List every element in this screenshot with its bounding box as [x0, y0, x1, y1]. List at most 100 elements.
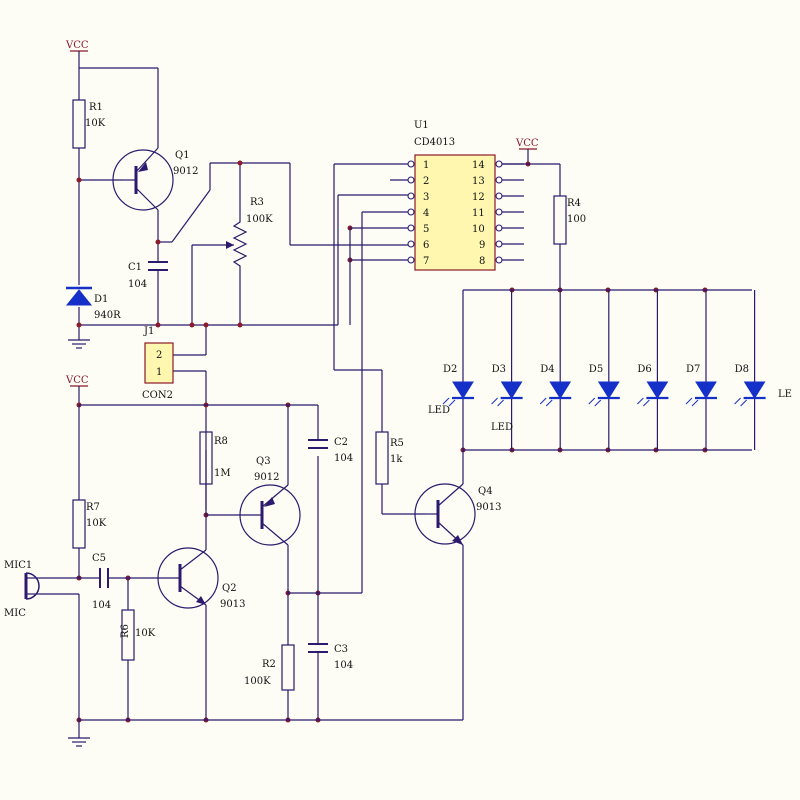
resistor-r1: R1 10K — [72, 99, 106, 149]
q4-value: 9013 — [476, 502, 501, 513]
u1-pin-label-8: 8 — [479, 256, 485, 267]
led-d3-type: LED — [491, 422, 513, 433]
c2-value: 104 — [334, 453, 353, 464]
r1-ref: R1 — [89, 102, 103, 113]
r7-value: 10K — [86, 518, 107, 529]
j1-pin-1: 1 — [156, 367, 162, 378]
r5-value: 1k — [390, 454, 403, 465]
u1-pin-label-7: 7 — [423, 256, 429, 267]
transistor-q3: Q3 9012 — [239, 456, 301, 546]
resistor-r8: R8 1M — [199, 431, 231, 485]
led-ref-d5: D5 — [589, 364, 603, 375]
c1-ref: C1 — [128, 262, 142, 273]
led-d6: D6 — [637, 290, 670, 450]
mic1-type: MIC — [4, 608, 26, 619]
c5-value: 104 — [92, 600, 111, 611]
r4-value: 100 — [567, 214, 586, 225]
d1-value: 940R — [94, 310, 121, 321]
c3-ref: C3 — [334, 644, 348, 655]
r3-value: 100K — [246, 214, 273, 225]
resistor-r5: R5 1k — [375, 431, 425, 515]
u1-pin-label-4: 4 — [423, 208, 429, 219]
r2-value: 100K — [244, 676, 271, 687]
bottom-wires — [40, 404, 463, 738]
led-icon — [742, 380, 767, 400]
led-ref-d4: D4 — [540, 364, 554, 375]
led-d8: D8 — [734, 290, 767, 450]
r1-value: 10K — [85, 118, 106, 129]
transistor-q2: Q2 9013 — [157, 547, 245, 610]
u1-pin-13: 13 — [472, 176, 524, 187]
q1-ref: Q1 — [175, 150, 190, 161]
vcc-u1-label: VCC — [515, 138, 539, 149]
vcc-top-label: VCC — [65, 40, 89, 51]
led-d2: D2 — [442, 290, 476, 450]
led-d5: D5 — [588, 290, 621, 450]
connector-j1: J1 2 1 CON2 — [142, 326, 174, 401]
q4-ref: Q4 — [478, 486, 493, 497]
vcc-u1: VCC — [515, 138, 539, 164]
r5-ref: R5 — [390, 438, 404, 449]
u1-pin-14: 14 — [472, 160, 524, 171]
q2-ref: Q2 — [222, 583, 237, 594]
q2-value: 9013 — [220, 599, 245, 610]
q3-value: 9012 — [254, 472, 279, 483]
capacitor-c3: C3 104 — [308, 643, 353, 671]
u1-pin-label-11: 11 — [472, 208, 485, 219]
j1-pin-2: 2 — [156, 350, 162, 361]
r4-ref: R4 — [567, 198, 581, 209]
u1-wires — [288, 163, 561, 594]
led-icon — [645, 380, 670, 400]
microphone-mic1: MIC1 MIC — [4, 560, 40, 619]
led-ref-d8: D8 — [735, 364, 749, 375]
c1-value: 104 — [128, 279, 147, 290]
u1-pin-label-13: 13 — [472, 176, 485, 187]
u1-part: CD4013 — [414, 137, 455, 148]
u1-pin-label-3: 3 — [423, 192, 429, 203]
resistor-r6: R6 10K — [120, 609, 156, 661]
led-icon — [693, 380, 719, 400]
d1-ref: D1 — [94, 294, 108, 305]
u1-pin-label-12: 12 — [472, 192, 485, 203]
q2-emitter-arrow-icon — [196, 596, 206, 605]
transistor-q4: Q4 9013 — [414, 450, 501, 720]
r2-ref: R2 — [262, 659, 276, 670]
u1-pin-label-1: 1 — [423, 160, 429, 171]
led-d4: D4 — [539, 290, 573, 450]
u1-pin-6: 6 — [407, 240, 429, 251]
u1-pin-9: 9 — [479, 240, 524, 251]
u1-pin-label-10: 10 — [472, 224, 485, 235]
q4-emitter-arrow-icon — [452, 535, 463, 545]
r3-wiper-arrow-icon — [226, 241, 234, 249]
u1-pin-12: 12 — [472, 192, 524, 203]
resistor-r4: R4 100 — [553, 195, 586, 245]
vcc-top: VCC — [65, 40, 89, 68]
u1-pin-10: 10 — [472, 224, 524, 235]
c2-ref: C2 — [334, 437, 348, 448]
j1-ref: J1 — [143, 326, 154, 337]
r8-value: 1M — [214, 468, 231, 479]
r7-ref: R7 — [86, 502, 100, 513]
capacitor-c5: C5 104 — [92, 553, 111, 611]
j1-type: CON2 — [142, 390, 173, 401]
led-d2-type: LED — [428, 405, 450, 416]
c3-value: 104 — [334, 660, 353, 671]
u1-right-pins: 14 13 12 11 10 9 8 — [472, 160, 524, 267]
led-ref-d3: D3 — [492, 364, 506, 375]
led-ref-d2: D2 — [443, 364, 457, 375]
u1-pin-8: 8 — [479, 256, 524, 267]
r8-ref: R8 — [214, 436, 228, 447]
diode-d1: D1 940R — [65, 286, 121, 321]
u1-pin-label-14: 14 — [472, 160, 485, 171]
u1-pin-3: 3 — [407, 192, 429, 203]
q3-ref: Q3 — [256, 456, 271, 467]
led-d7: D7 — [685, 290, 719, 450]
led-d3: D3 — [491, 290, 524, 450]
mic-icon — [25, 572, 40, 600]
q1-value: 9012 — [173, 166, 198, 177]
r3-ref: R3 — [250, 197, 264, 208]
transistor-q1: Q1 9012 — [112, 147, 198, 211]
